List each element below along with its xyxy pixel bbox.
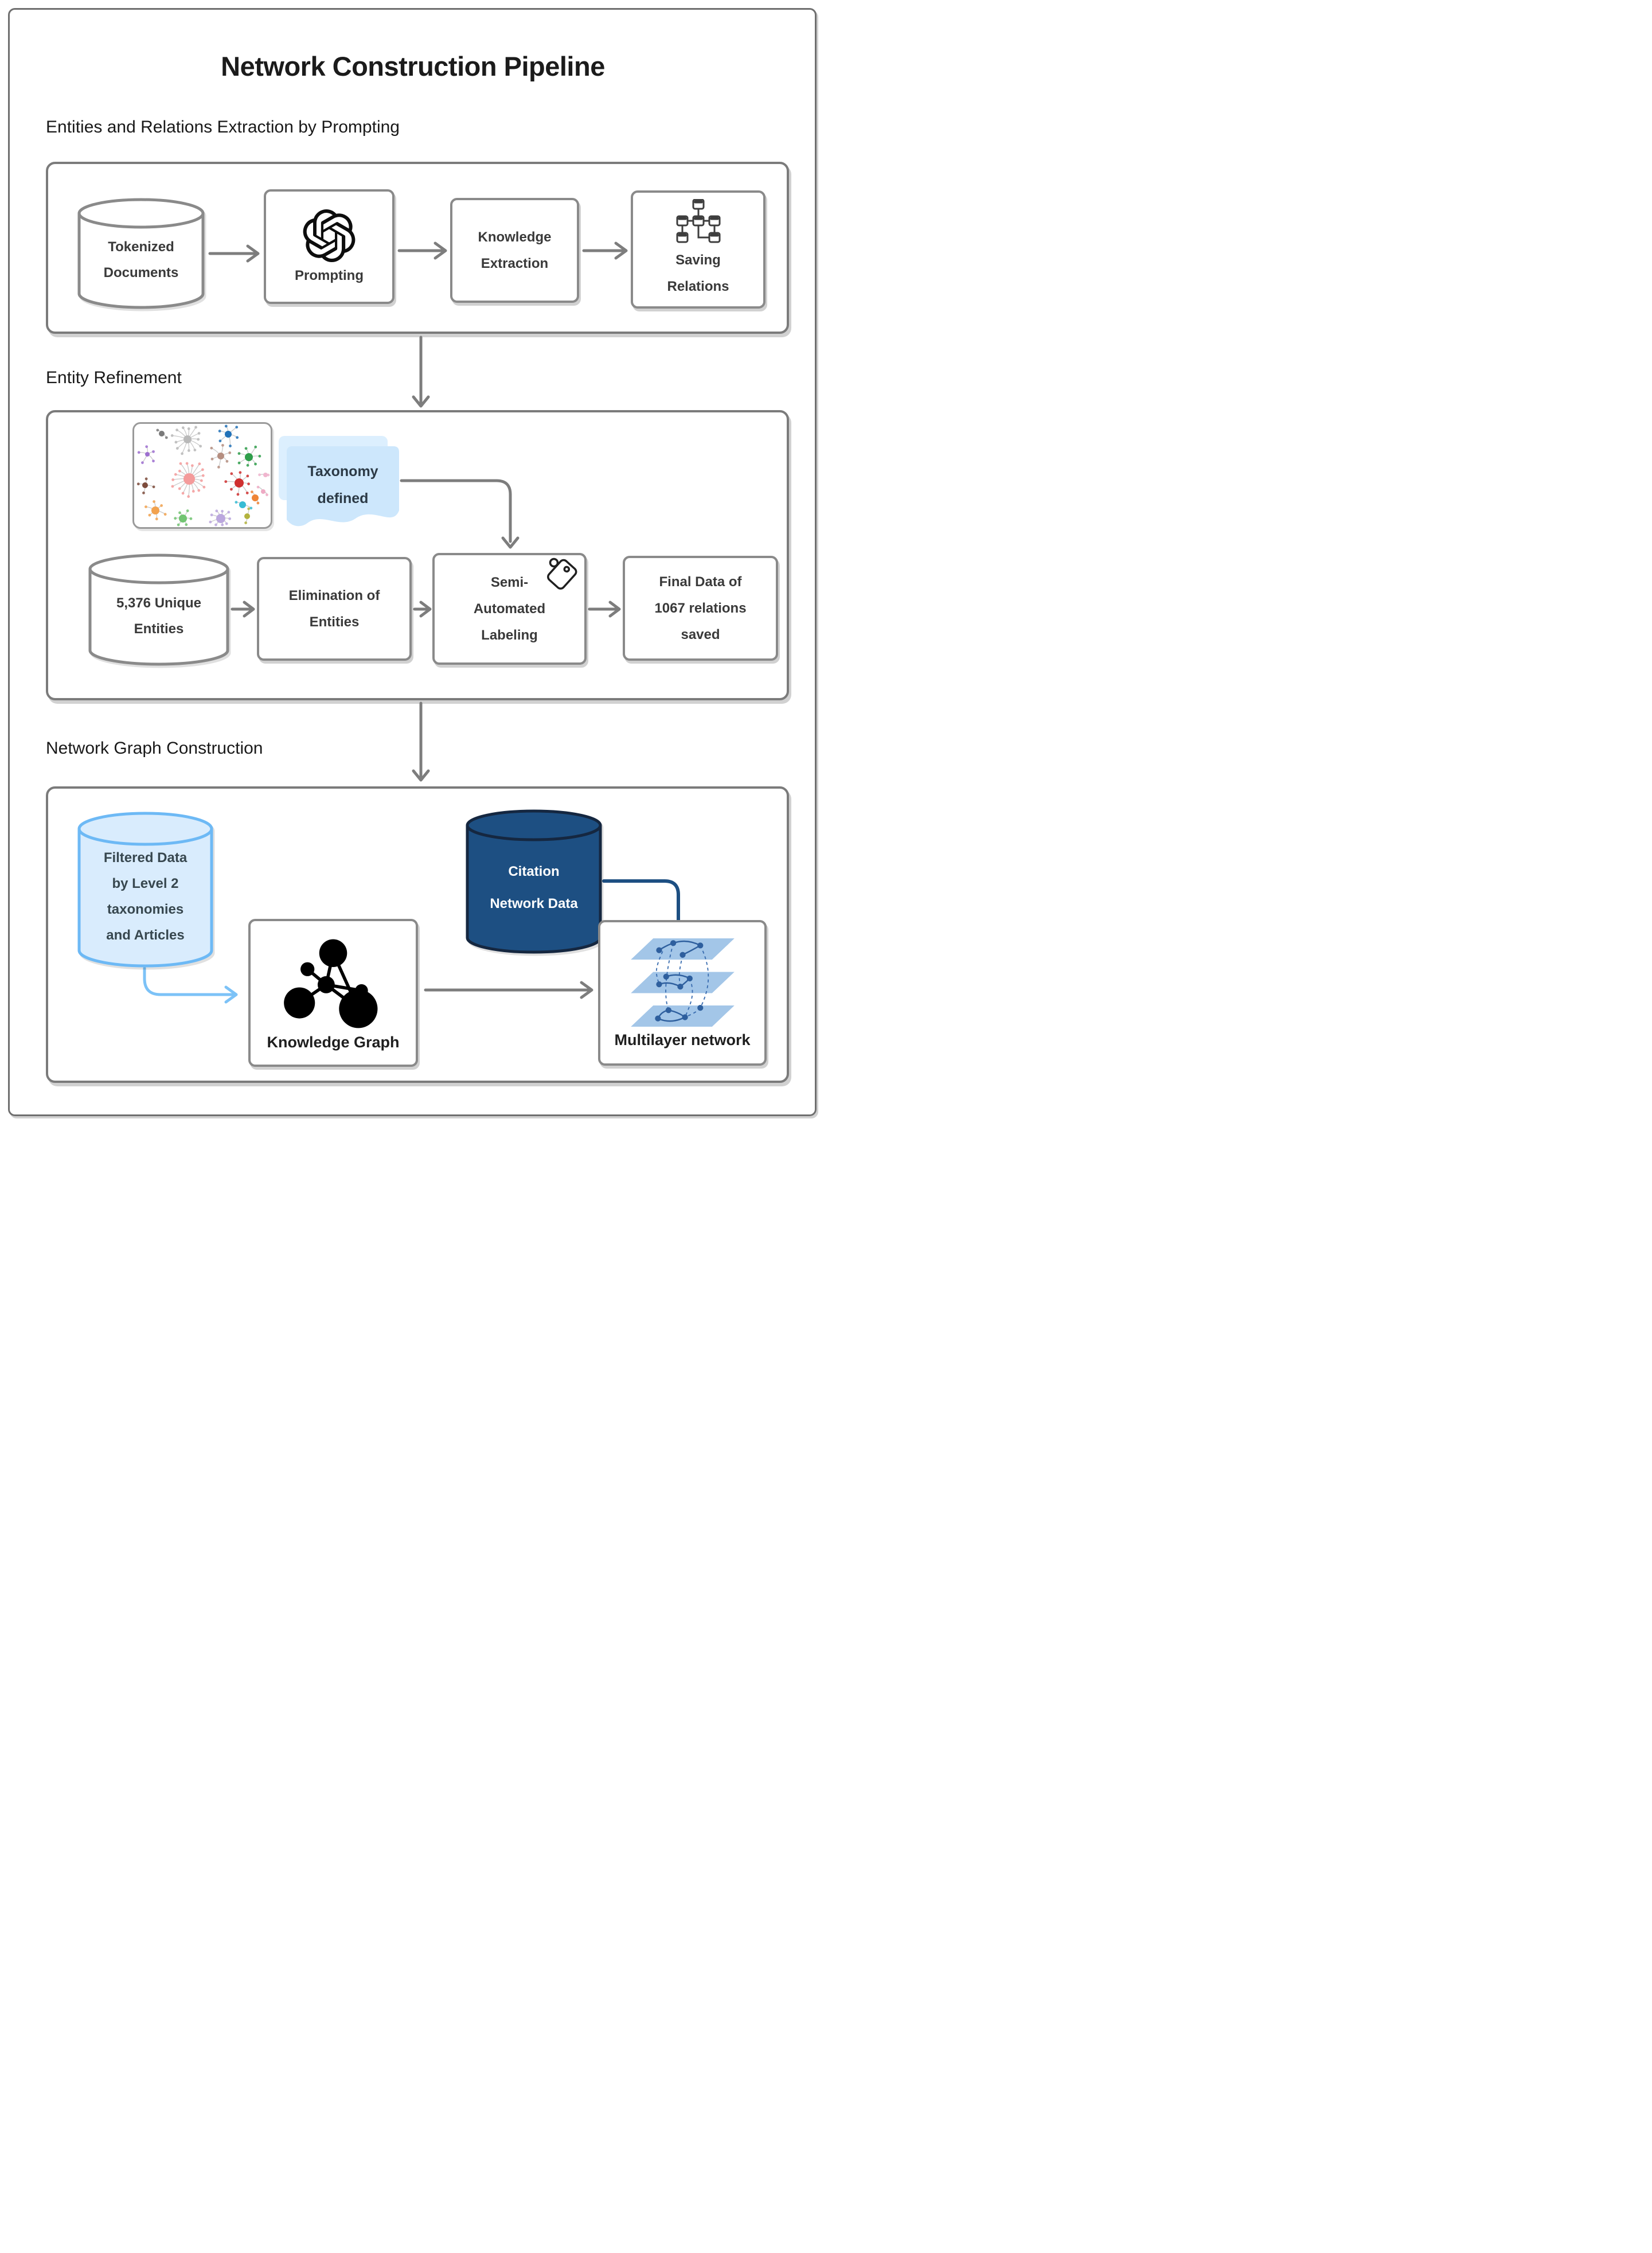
- entity-network-preview-image: [132, 422, 272, 529]
- section-heading-refinement: Entity Refinement: [46, 368, 182, 387]
- sitemap-hierarchy-icon: [676, 199, 720, 243]
- elimination-of-entities-node: Elimination of Entities: [257, 557, 412, 661]
- semi-automated-labeling-node: Semi- Automated Labeling: [432, 553, 587, 665]
- label-line: Entities: [134, 621, 184, 637]
- final-data-label: Final Data of 1067 relations saved: [654, 569, 746, 648]
- section-heading-graph-construction: Network Graph Construction: [46, 739, 263, 758]
- network-construction-pipeline-figure: Network Construction Pipeline Entities a…: [0, 0, 826, 1126]
- label-line: and Articles: [106, 927, 185, 943]
- openai-logo-icon: [303, 209, 356, 262]
- database-cylinder-icon: [466, 809, 602, 954]
- filtered-data-label: Filtered Data by Level 2 taxonomies and …: [77, 843, 213, 950]
- citation-network-label: Citation Network Data: [466, 838, 602, 938]
- database-cylinder-icon: [77, 812, 213, 968]
- knowledge-extraction-label: Knowledge Extraction: [478, 224, 551, 277]
- label-line: Semi-: [490, 574, 529, 590]
- label-line: taxonomies: [107, 902, 184, 917]
- label-line: Elimination of: [288, 587, 380, 603]
- label-line: Filtered Data: [103, 850, 188, 866]
- label-line: Labeling: [481, 627, 538, 643]
- unique-entities-label: 5,376 Unique Entities: [88, 581, 229, 651]
- label-line: Documents: [103, 265, 179, 280]
- label-line: by Level 2: [112, 876, 179, 891]
- entity-clusters-graphic: [136, 424, 270, 527]
- semi-automated-labeling-label: Semi- Automated Labeling: [474, 570, 545, 649]
- saving-relations-node: Saving Relations: [631, 190, 766, 309]
- label-line: Taxonomy: [307, 463, 378, 480]
- citation-network-database: Citation Network Data: [466, 809, 602, 954]
- elimination-label: Elimination of Entities: [289, 583, 380, 636]
- tokenized-documents-label: Tokenized Documents: [77, 225, 205, 294]
- final-data-node: Final Data of 1067 relations saved: [623, 556, 778, 661]
- label-line: saved: [681, 626, 720, 642]
- taxonomy-defined-note: Taxonomy defined: [279, 436, 402, 531]
- label-line: Saving: [675, 252, 721, 268]
- outer-frame: [8, 8, 817, 1116]
- label-line: Relations: [667, 279, 729, 294]
- knowledge-graph-node: Knowledge Graph: [248, 919, 418, 1067]
- label-line: 5,376 Unique: [116, 595, 202, 611]
- label-line: Final Data of: [659, 574, 742, 590]
- label-line: Network Data: [490, 896, 578, 911]
- label-line: defined: [317, 490, 369, 506]
- prompting-label: Prompting: [295, 268, 364, 283]
- knowledge-extraction-node: Knowledge Extraction: [450, 198, 579, 303]
- label-line: Automated: [473, 601, 546, 617]
- saving-relations-label: Saving Relations: [667, 247, 729, 300]
- prompting-node: Prompting: [264, 189, 395, 304]
- database-cylinder-icon: [77, 198, 205, 309]
- page-title: Network Construction Pipeline: [221, 51, 605, 81]
- database-cylinder-icon: [88, 553, 229, 666]
- section-heading-extraction: Entities and Relations Extraction by Pro…: [46, 118, 400, 137]
- label-line: Citation: [508, 864, 560, 879]
- label-line: 1067 relations: [654, 600, 747, 616]
- label-line: Knowledge: [478, 229, 552, 245]
- multilayer-network-label: Multilayer network: [614, 1031, 751, 1048]
- label-line: Entities: [309, 614, 360, 630]
- knowledge-graph-icon: [284, 938, 378, 1028]
- knowledge-graph-label: Knowledge Graph: [267, 1033, 400, 1051]
- label-line: Extraction: [481, 255, 549, 271]
- price-tag-icon: [544, 556, 581, 597]
- note-shape: [279, 436, 399, 527]
- tokenized-documents-database: Tokenized Documents: [77, 198, 205, 309]
- taxonomy-note-label: Taxonomy defined: [287, 446, 399, 524]
- label-line: Tokenized: [108, 239, 174, 255]
- unique-entities-database: 5,376 Unique Entities: [88, 553, 229, 666]
- multilayer-stack-icon: [630, 938, 735, 1027]
- multilayer-network-node: Multilayer network: [598, 920, 767, 1066]
- filtered-data-database: Filtered Data by Level 2 taxonomies and …: [77, 812, 213, 968]
